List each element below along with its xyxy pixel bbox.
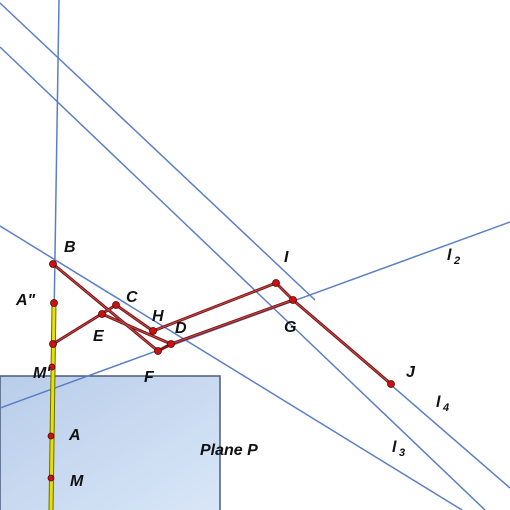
label-h: H	[152, 308, 164, 325]
label-f: F	[144, 369, 155, 386]
label-d: D	[175, 320, 187, 337]
svg-text:l: l	[392, 439, 397, 456]
point-m-prime	[49, 340, 57, 348]
plane-p	[0, 375, 221, 510]
line-upper-diagonal	[0, 2, 316, 301]
label-l2: l 2	[447, 247, 460, 267]
point-m-upper	[48, 363, 56, 371]
point-a-double-prime	[50, 299, 58, 307]
label-j: J	[406, 364, 416, 381]
point-h	[149, 327, 157, 335]
label-c: C	[126, 289, 138, 306]
label-g: G	[284, 319, 296, 336]
point-g	[289, 296, 297, 304]
svg-text:2: 2	[453, 255, 460, 267]
label-a: A	[68, 427, 81, 444]
svg-text:4: 4	[442, 402, 449, 414]
label-l3: l 3	[392, 439, 405, 459]
label-plane-p: Plane P	[200, 442, 258, 459]
point-a	[47, 432, 55, 440]
svg-text:3: 3	[399, 447, 405, 459]
point-b	[49, 260, 57, 268]
point-i	[272, 279, 280, 287]
svg-text:l: l	[447, 247, 452, 264]
label-m: M	[70, 473, 84, 490]
label-i: I	[284, 249, 289, 266]
line-left-diagonal	[0, 225, 463, 510]
label-m-prime: M'	[33, 365, 51, 382]
label-l4: l 4	[436, 394, 449, 414]
point-d	[167, 340, 175, 348]
point-c	[112, 301, 120, 309]
point-j	[387, 380, 395, 388]
label-b: B	[64, 239, 76, 256]
label-a-double-prime: A"	[15, 292, 36, 309]
svg-text:l: l	[436, 394, 441, 411]
line-l3	[0, 46, 486, 510]
point-e	[98, 310, 106, 318]
point-f	[154, 347, 162, 355]
label-e: E	[93, 328, 105, 345]
point-m	[47, 474, 55, 482]
